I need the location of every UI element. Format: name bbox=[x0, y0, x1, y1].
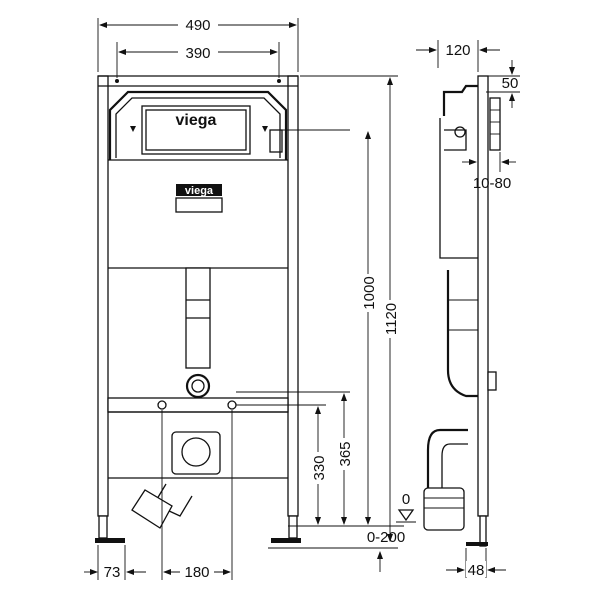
dim-label-1000: 1000 bbox=[361, 276, 378, 309]
dim-height-330: 330 bbox=[236, 404, 328, 525]
dim-label-180: 180 bbox=[184, 564, 209, 581]
dim-label-365: 365 bbox=[337, 441, 354, 466]
cistern-housing: viega bbox=[108, 90, 350, 269]
dim-offset-73: 73 bbox=[84, 545, 146, 581]
dim-label-330: 330 bbox=[311, 455, 328, 480]
dim-50: 50 bbox=[486, 60, 520, 108]
dim-label-490: 490 bbox=[185, 17, 210, 34]
dim-label-50: 50 bbox=[502, 75, 519, 92]
side-view: 120 50 10-80 48 bbox=[416, 40, 520, 579]
dim-depth-120: 120 bbox=[416, 40, 500, 72]
dim-height-365: 365 bbox=[236, 391, 354, 525]
dim-label-390: 390 bbox=[185, 45, 210, 62]
drain-bend bbox=[108, 431, 288, 529]
dim-label-48: 48 bbox=[468, 562, 485, 579]
dim-mount-width: 390 bbox=[116, 42, 280, 78]
frame-feet bbox=[95, 515, 301, 543]
dim-overall-width: 490 bbox=[97, 15, 299, 72]
dim-label-0: 0 bbox=[402, 491, 410, 508]
dim-label-0-200: 0-200 bbox=[367, 529, 405, 546]
dim-floor-range: 0-200 bbox=[268, 529, 405, 572]
cistern-logo: viega bbox=[176, 112, 217, 129]
dim-height-1000: 1000 bbox=[359, 131, 378, 525]
dim-spacing-180: 180 bbox=[161, 410, 233, 581]
dim-label-1120: 1120 bbox=[383, 303, 400, 335]
side-frame bbox=[423, 75, 501, 547]
dim-label-10-80: 10-80 bbox=[473, 175, 511, 192]
floor-level-marker: 0 bbox=[396, 491, 416, 523]
flush-pipe bbox=[185, 267, 211, 399]
dim-label-120: 120 bbox=[445, 42, 470, 59]
dim-label-73: 73 bbox=[104, 564, 121, 581]
label-plate: viega bbox=[175, 184, 223, 213]
front-view: viega viega bbox=[84, 15, 416, 581]
dim-depth-48: 48 bbox=[446, 548, 506, 579]
dim-wall-10-80: 10-80 bbox=[462, 152, 516, 192]
dim-height-1120: 1120 bbox=[300, 75, 400, 542]
label-plate-logo: viega bbox=[185, 185, 214, 197]
